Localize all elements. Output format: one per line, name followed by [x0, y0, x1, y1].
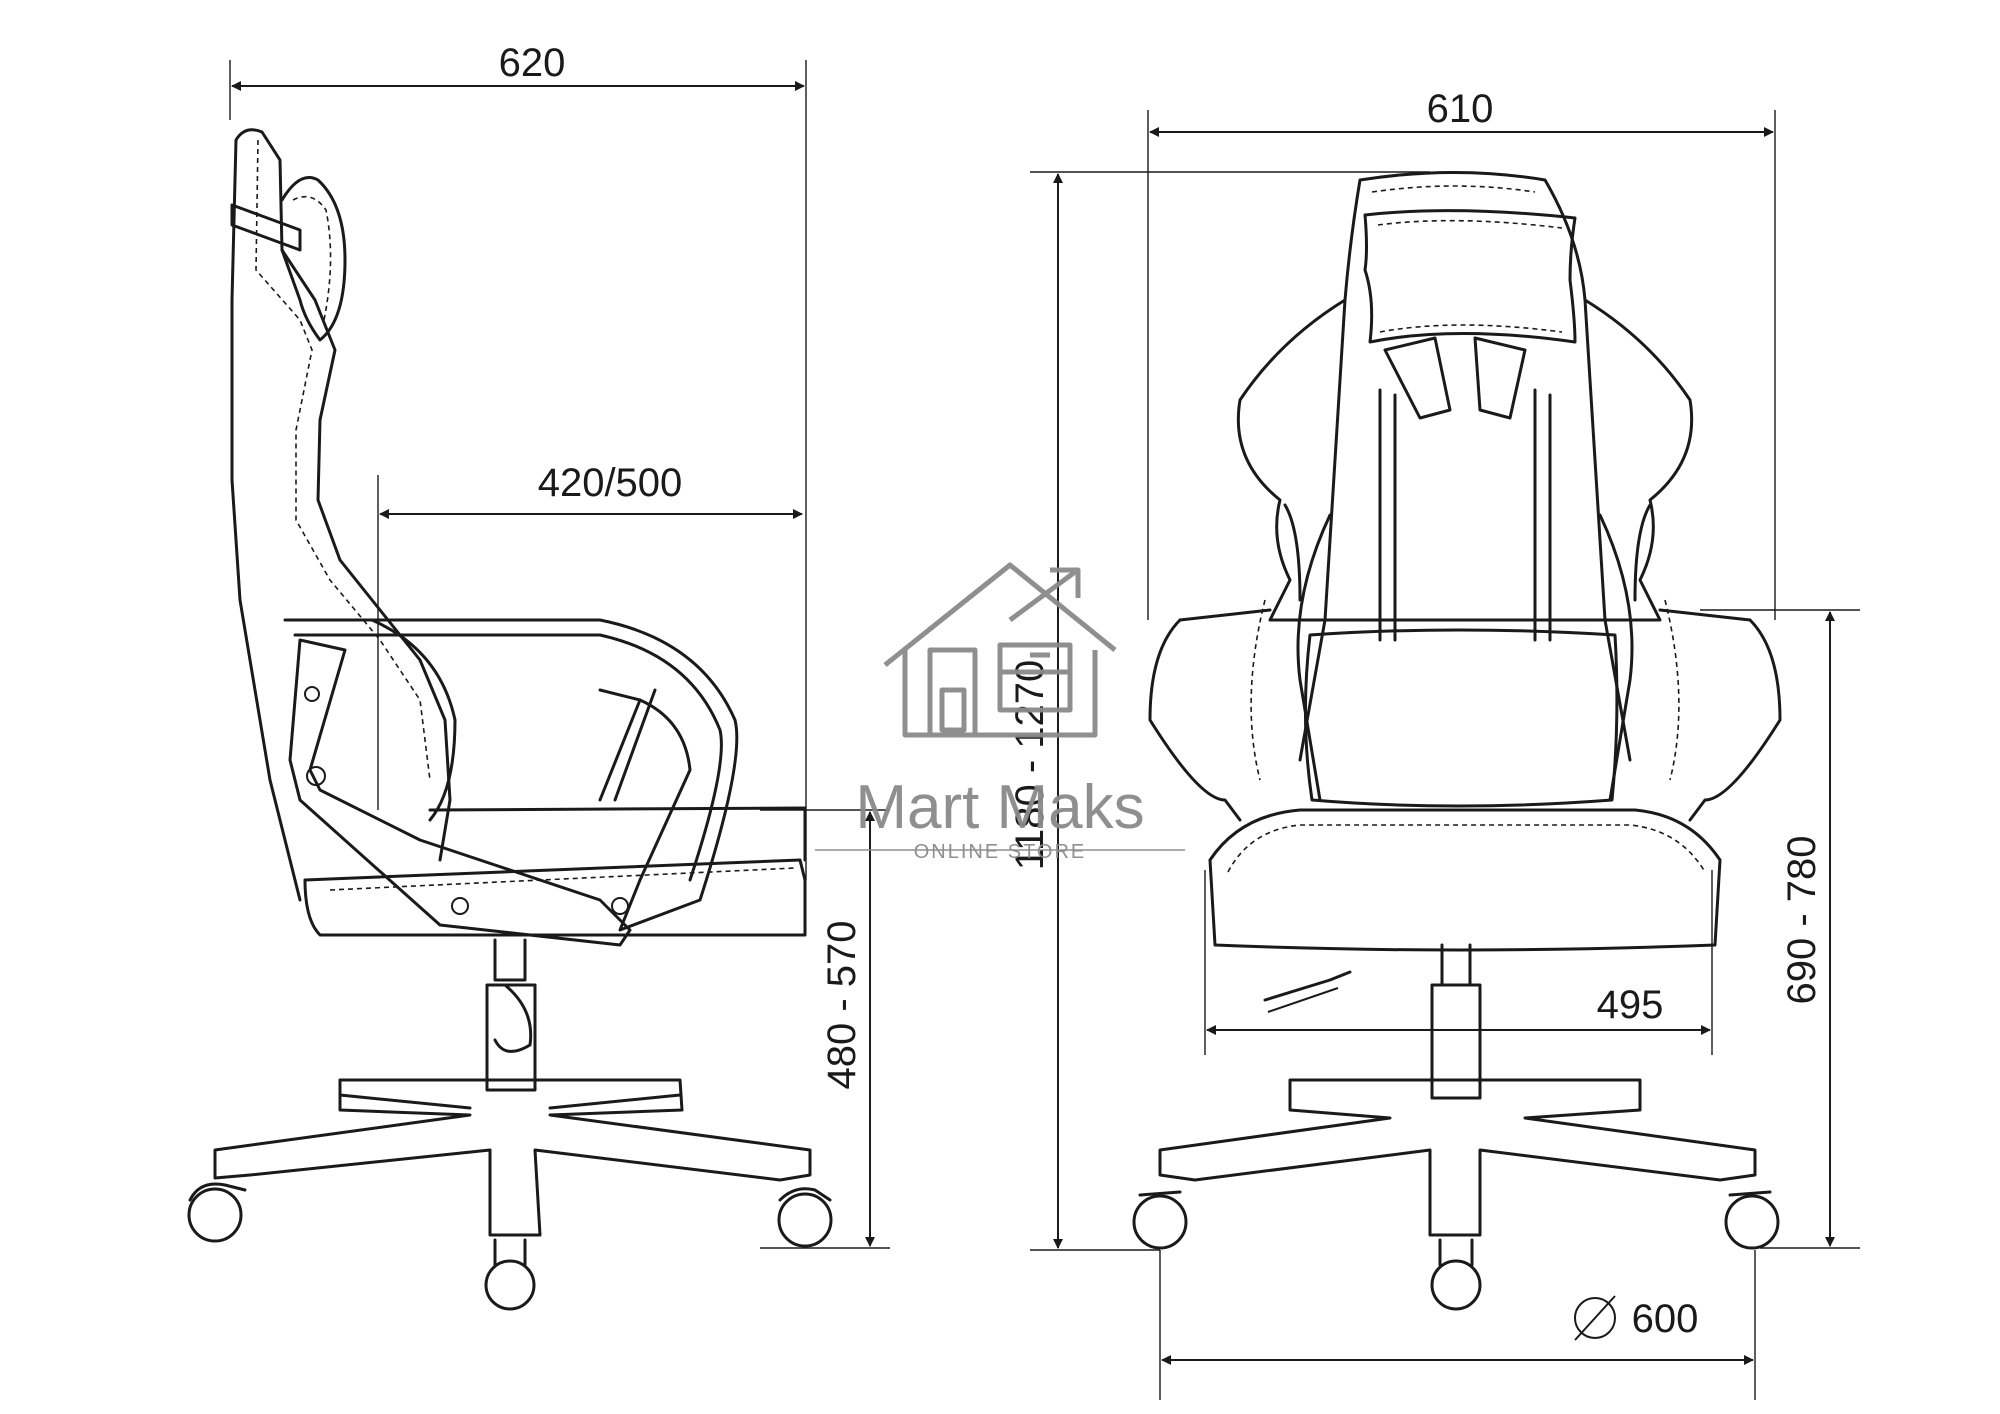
front-view-chair	[1132, 171, 1782, 1311]
dim-side-width: 620	[499, 41, 566, 85]
side-view-chair	[187, 128, 833, 1311]
watermark-tagline: ONLINE STORE	[914, 841, 1087, 863]
side-view-dimensions	[229, 60, 890, 1249]
diameter-icon	[1574, 1295, 1616, 1341]
dim-seat-width: 495	[1597, 983, 1664, 1027]
dim-armrest-height: 690 - 780	[1780, 835, 1824, 1004]
dim-seat-height: 480 - 570	[820, 920, 864, 1089]
watermark-logo: Mart Maks ONLINE STORE	[815, 562, 1185, 863]
dim-base-diameter: 600	[1632, 1297, 1699, 1341]
house-icon	[883, 562, 1117, 738]
watermark-brand: Mart Maks	[855, 773, 1144, 842]
dim-seat-depth: 420/500	[538, 461, 683, 505]
dim-front-width: 610	[1427, 87, 1494, 131]
front-view-dimensions	[1030, 110, 1860, 1400]
dim-total-height: 1180 - 1270	[1008, 660, 1052, 871]
